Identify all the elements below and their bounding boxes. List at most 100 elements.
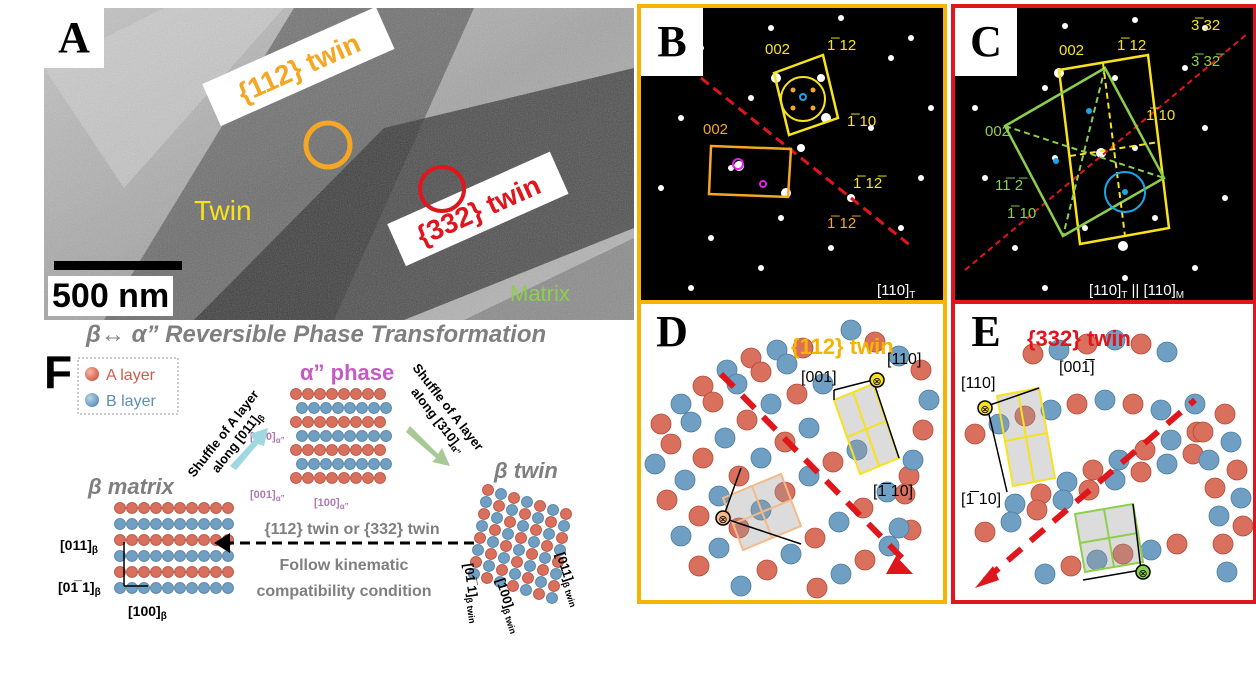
atom-b-layer bbox=[1208, 505, 1230, 527]
atom-b-layer bbox=[539, 552, 551, 564]
f-title: β↔ α” Reversible Phase Transformation bbox=[85, 321, 546, 348]
atom-a-layer bbox=[500, 540, 512, 552]
atom-b-layer bbox=[1150, 399, 1172, 421]
svg-text:⊗: ⊗ bbox=[980, 404, 989, 416]
atom-b-layer bbox=[186, 582, 198, 594]
scale-bar bbox=[54, 261, 182, 270]
atom-a-layer bbox=[692, 447, 714, 469]
label-twin: Twin bbox=[194, 195, 252, 226]
atom-b-layer bbox=[174, 582, 186, 594]
atom-a-layer bbox=[138, 534, 150, 546]
atom-b-layer bbox=[320, 402, 332, 414]
atom-b-layer bbox=[902, 449, 924, 471]
atom-b-layer bbox=[186, 550, 198, 562]
atom-b-layer bbox=[558, 520, 570, 532]
atom-b-layer bbox=[483, 560, 495, 572]
svg-text:⊗: ⊗ bbox=[1138, 568, 1147, 580]
c-label-110-yellow: 1̅ 10 bbox=[1146, 107, 1175, 124]
twin-dir-0m11: [01̅ 1]β twin bbox=[459, 562, 484, 624]
atom-a-layer bbox=[362, 472, 374, 484]
e-dir-110: [110] bbox=[961, 375, 995, 392]
scale-label: 500 nm bbox=[48, 276, 174, 316]
atom-a-layer bbox=[114, 566, 126, 578]
atom-b-layer bbox=[198, 550, 210, 562]
atom-b-layer bbox=[174, 550, 186, 562]
b-label-002-orange: 002 bbox=[703, 121, 728, 138]
atom-a-layer bbox=[974, 521, 996, 543]
atom-a-layer bbox=[290, 472, 302, 484]
atom-a-layer bbox=[302, 388, 314, 400]
atom-a-layer bbox=[350, 388, 362, 400]
atom-b-layer bbox=[532, 512, 544, 524]
atom-a-layer bbox=[756, 559, 778, 581]
atom-a-layer bbox=[552, 556, 564, 568]
atom-a-layer bbox=[656, 489, 678, 511]
atom-b-layer bbox=[546, 592, 558, 604]
atom-b-layer bbox=[332, 402, 344, 414]
atom-b-layer bbox=[517, 520, 529, 532]
atom-b-layer bbox=[222, 518, 234, 530]
atom-b-layer bbox=[380, 458, 392, 470]
atom-a-layer bbox=[560, 508, 572, 520]
atom-a-layer bbox=[507, 580, 519, 592]
atom-a-layer bbox=[114, 534, 126, 546]
c-label-002-yellow: 002 bbox=[1059, 42, 1084, 59]
atom-a-layer bbox=[162, 534, 174, 546]
atom-a-layer bbox=[162, 566, 174, 578]
alpha-001: [001]α” bbox=[250, 489, 285, 503]
atom-a-layer bbox=[519, 508, 531, 520]
atom-a-layer bbox=[750, 361, 772, 383]
atom-a-layer bbox=[326, 416, 338, 428]
atom-a-layer bbox=[489, 524, 501, 536]
atom-a-layer bbox=[350, 472, 362, 484]
atom-a-layer bbox=[1214, 403, 1236, 425]
atom-a-layer bbox=[338, 388, 350, 400]
atom-b-layer bbox=[1160, 429, 1182, 451]
atom-b-layer bbox=[520, 584, 532, 596]
label-matrix: Matrix bbox=[510, 281, 570, 306]
atom-a-layer bbox=[864, 331, 886, 353]
atom-b-layer bbox=[888, 517, 910, 539]
atom-b-layer bbox=[1052, 489, 1074, 511]
atom-b-layer bbox=[368, 430, 380, 442]
atom-b-layer bbox=[114, 582, 126, 594]
follow-line-1: Follow kinematic bbox=[280, 557, 409, 574]
atom-a-layer bbox=[515, 532, 527, 544]
atom-a-layer bbox=[174, 566, 186, 578]
atom-b-layer bbox=[988, 413, 1010, 435]
atomic-model-d: ⊗ ⊗ {112} twin [001] [110] [1̅ 10] bbox=[644, 319, 940, 599]
atom-a-layer bbox=[1060, 555, 1082, 577]
atom-b-layer bbox=[1230, 487, 1252, 509]
atom-a-layer bbox=[210, 566, 222, 578]
atom-a-layer bbox=[1130, 461, 1152, 483]
alpha-phase-label: α” phase bbox=[300, 360, 394, 385]
svg-text:[100]β twin: [100]β twin bbox=[491, 576, 525, 635]
atom-a-layer bbox=[736, 409, 758, 431]
atom-a-layer bbox=[537, 564, 549, 576]
atom-b-layer bbox=[528, 536, 540, 548]
svg-text:[01̅ 1]β twin: [01̅ 1]β twin bbox=[459, 562, 484, 624]
atom-a-layer bbox=[314, 416, 326, 428]
atom-a-layer bbox=[822, 451, 844, 473]
atom-a-layer bbox=[362, 416, 374, 428]
atom-a-layer bbox=[556, 532, 568, 544]
atom-b-layer bbox=[509, 568, 521, 580]
atom-a-layer bbox=[1212, 533, 1234, 555]
atom-a-layer bbox=[792, 337, 814, 359]
panel-e: ⊗ ⊗ {332} twin [110] [001̅] [1̅ 10] bbox=[951, 300, 1256, 604]
c-label-110-green: 1̅ 10 bbox=[1007, 205, 1036, 222]
atom-b-layer bbox=[222, 550, 234, 562]
atom-a-layer bbox=[804, 527, 826, 549]
atom-b-layer bbox=[888, 345, 910, 367]
atom-a-layer bbox=[150, 566, 162, 578]
beta-dir-0m11: [01̅ 1]β bbox=[58, 579, 101, 598]
atom-a-layer bbox=[485, 548, 497, 560]
c-label-002-green: 002 bbox=[985, 123, 1010, 140]
atom-b-layer bbox=[480, 496, 492, 508]
atom-a-layer bbox=[1226, 459, 1248, 481]
atom-b-layer bbox=[368, 402, 380, 414]
atom-a-layer bbox=[493, 500, 505, 512]
b-label-110-yellow: 1̅ 10 bbox=[847, 113, 876, 130]
b-label-11m2-orange: 1̅ 12̅ bbox=[827, 215, 861, 232]
atom-a-layer bbox=[1130, 333, 1152, 355]
